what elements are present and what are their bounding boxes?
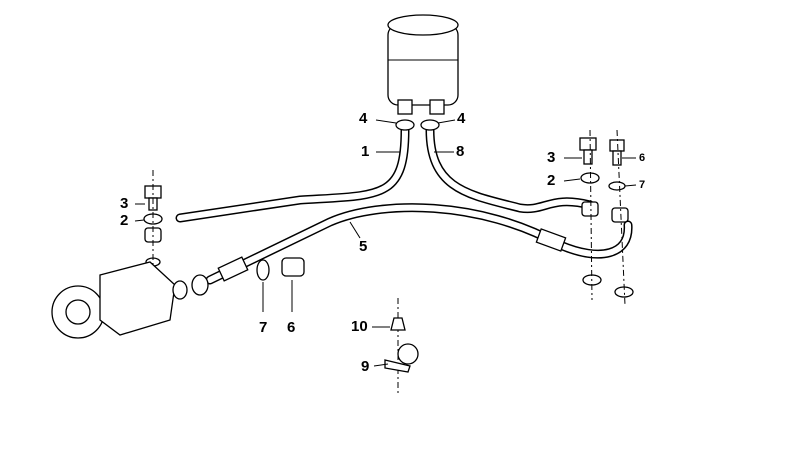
callout-6-right: 6 xyxy=(639,152,646,164)
leader-lines xyxy=(134,119,637,367)
clamp-4-right xyxy=(420,119,440,131)
callout-9: 9 xyxy=(361,358,370,375)
callout-3-left: 3 xyxy=(120,195,129,212)
reservoir xyxy=(387,14,459,115)
callout-6-bottom: 6 xyxy=(287,319,296,336)
bolt-6-right xyxy=(608,129,634,306)
hose-8 xyxy=(425,125,595,214)
callout-3-right: 3 xyxy=(547,149,556,166)
callout-7-bottom: 7 xyxy=(259,319,268,336)
callout-10: 10 xyxy=(351,318,368,335)
steering-pump xyxy=(51,261,209,339)
clip-and-clamp xyxy=(384,298,419,395)
callout-2-left: 2 xyxy=(120,212,129,229)
callout-4-right: 4 xyxy=(457,110,466,127)
plug-6 xyxy=(281,257,305,277)
callout-2-right: 2 xyxy=(547,172,556,189)
hose-1 xyxy=(175,125,410,223)
callout-4-left: 4 xyxy=(359,110,368,127)
clamp-4-left xyxy=(395,119,415,131)
hose-5 xyxy=(205,203,633,285)
callout-1: 1 xyxy=(361,143,370,160)
bolt-3-left xyxy=(143,170,163,275)
bolt-3-right xyxy=(579,129,602,301)
callout-8: 8 xyxy=(456,143,465,160)
callout-7-right: 7 xyxy=(639,179,646,191)
callout-5: 5 xyxy=(359,238,368,255)
seal-ring-7 xyxy=(256,259,270,281)
